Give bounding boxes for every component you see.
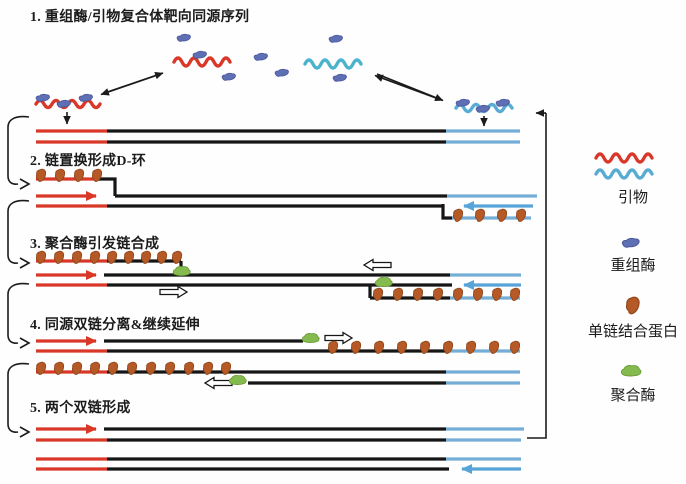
step1-template-duplex [36,129,520,144]
step5-duplex-1 [36,424,524,442]
step5-label: 5. 两个双链形成 [30,401,131,416]
step3-synthesis-structure [35,250,521,301]
legend-label-recombinase: 重组酶 [610,258,656,274]
primer-wavy-lines-icon [594,152,654,164]
ssb-protein-blob-icon [625,296,640,315]
polymerase-blob [172,266,191,276]
direction-arrow-right [159,285,189,299]
cycle-bracket-left-2 [7,199,31,269]
legend-label-ssb: 单链结合蛋白 [587,324,678,340]
free-cyan-primer [303,58,363,70]
legend-label-polymerase: 聚合酶 [610,388,656,404]
recombinase-blob-icon [621,237,640,248]
step3-label: 3. 聚合酶引发链合成 [30,237,160,252]
cycle-bracket-left-4 [7,362,31,438]
free-red-primer [172,50,232,68]
step4-label: 4. 同源双链分离&继续延伸 [30,318,200,333]
step1-label: 1. 重组酶/引物复合体靶向同源序列 [30,10,250,25]
direction-arrow-left [203,376,233,390]
cycle-bracket-right [527,109,547,439]
cycle-bracket-left-3 [7,282,31,349]
equilibrium-arrow-right [374,73,444,102]
cycle-bracket-left-1 [7,115,31,190]
polymerase-blob-icon [620,365,642,377]
step4-forward-extension [36,331,521,354]
step5-duplex-2 [36,457,521,474]
recombinase-primer-complex-left [34,93,102,110]
step2-dloop-structure [35,168,537,222]
equilibrium-arrow-left [100,71,164,96]
step2-label: 2. 链置换形成D-环 [30,154,147,169]
direction-arrow-right [324,331,354,345]
polymerase-blob [228,375,247,385]
polymerase-blob [374,277,393,287]
recombinase-primer-complex-right [454,98,514,114]
legend-label-primer: 引物 [617,190,648,206]
step4-reverse-extension [35,361,520,390]
legend-symbols [594,152,654,377]
direction-arrow-left [362,258,392,272]
polymerase-blob [301,333,320,343]
